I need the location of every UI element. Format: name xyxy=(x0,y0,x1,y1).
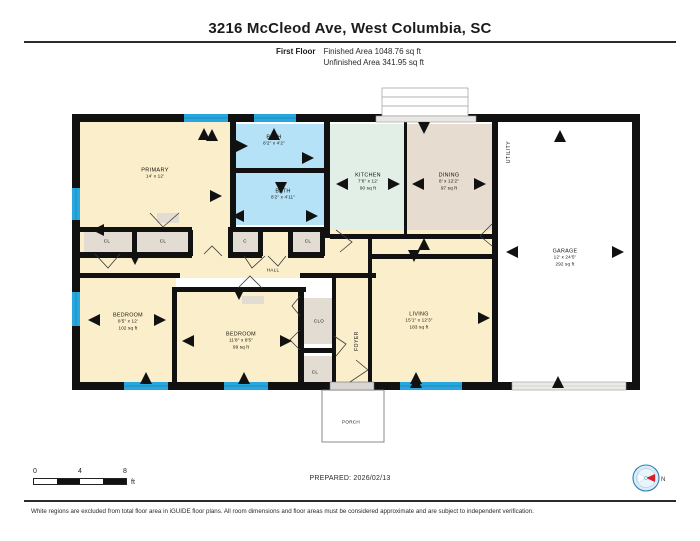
door-swings xyxy=(94,212,493,383)
direction-arrows xyxy=(88,122,624,388)
footer-divider xyxy=(24,500,676,502)
rear-deck xyxy=(375,87,477,123)
room-label-foyer: FOYER xyxy=(354,331,360,351)
disclaimer-text: White regions are excluded from total fl… xyxy=(31,508,534,515)
room-label-hall: HALL xyxy=(266,267,280,273)
scale-tick-4: 4 xyxy=(78,468,82,475)
scale-unit: ft xyxy=(131,479,135,486)
compass-north-letter: N xyxy=(661,477,666,483)
header-divider xyxy=(24,41,676,43)
room-label-porch: PORCH xyxy=(341,419,361,425)
finished-area: Finished Area 1048.76 sq ft xyxy=(323,47,421,56)
page-title: 3216 McCleod Ave, West Columbia, SC xyxy=(208,20,492,37)
closet-label-cl-2: CL xyxy=(159,238,167,244)
scale-tick-0: 0 xyxy=(33,468,37,475)
floor-summary: First Floor Finished Area 1048.76 sq ft … xyxy=(0,46,700,68)
closet-label-cl-4: CL xyxy=(311,369,319,375)
porch-outline xyxy=(321,381,385,443)
closet-label-cl-1: CL xyxy=(103,238,111,244)
unfinished-area: Unfinished Area 341.95 sq ft xyxy=(323,58,425,67)
windows xyxy=(72,114,462,390)
closet-label-c-1: C xyxy=(243,238,247,244)
floor-label: First Floor xyxy=(275,47,316,56)
prepared-date: PREPARED: 2026/02/13 xyxy=(309,475,391,482)
closet-label-clo: CLO xyxy=(313,318,325,324)
scale-tick-8: 8 xyxy=(123,468,127,475)
closet-label-cl-3: CL xyxy=(304,238,312,244)
room-label-utility: UTILITY xyxy=(506,140,512,164)
scale-bar: 0 4 8 ft xyxy=(33,468,135,486)
compass-rose xyxy=(631,463,661,493)
closet-fills xyxy=(84,213,334,386)
garage-door xyxy=(511,381,627,391)
